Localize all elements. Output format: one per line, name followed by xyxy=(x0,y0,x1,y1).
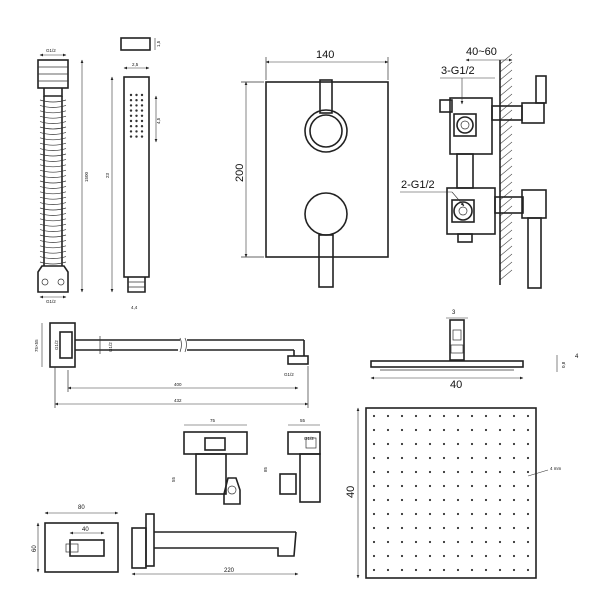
plate-height: 200 xyxy=(234,164,246,182)
wall-hatch xyxy=(499,53,513,281)
wall-bracket: 75 55 55 G1/2 85 xyxy=(171,418,321,505)
shower-arm: 75×55 G1/2 G1/2 G1/2 400 432 xyxy=(34,322,309,408)
shower-head-top: 4 mm 40 xyxy=(345,407,562,579)
spout-length: 220 xyxy=(224,568,235,574)
handshower-length: 23 xyxy=(105,172,110,178)
hose-coils xyxy=(39,96,67,266)
head-side-depth: 3 xyxy=(452,310,456,316)
valve-port-bottom: 2-G1/2 xyxy=(401,179,435,191)
shower-hose: G1/2 G1/2 1500 xyxy=(37,48,89,304)
handshower-width: 2,5 xyxy=(132,62,139,67)
hand-shower: 2,5 4,5 23 4,4 xyxy=(105,62,161,310)
head-top-size: 40 xyxy=(345,486,357,498)
plate-width: 140 xyxy=(316,49,334,61)
arm-outlet xyxy=(287,355,309,365)
handshower-body xyxy=(123,76,150,278)
mixer-handle xyxy=(318,234,334,288)
bracket-side-depth: 85 xyxy=(263,466,268,472)
arm-inner-length: 400 xyxy=(174,382,182,387)
arm-thread-a: G1/2 xyxy=(54,340,59,350)
handshower-nozzles xyxy=(129,93,144,138)
plate-outline xyxy=(265,81,389,258)
arm-pipe-size: G1/2 xyxy=(108,342,113,352)
spout-wall-plate xyxy=(44,522,119,573)
cap-height: 1,5 xyxy=(156,40,161,47)
mixer-front-plate: 140 200 xyxy=(234,49,389,288)
head-side-connector xyxy=(449,319,465,361)
arm-wall-flange xyxy=(49,322,76,368)
bracket-side-width: 55 xyxy=(300,418,306,423)
arm-thread-b: G1/2 xyxy=(284,372,294,377)
spout-plate-width: 80 xyxy=(78,505,85,511)
mixer-knob xyxy=(304,192,348,236)
head-top-outline xyxy=(365,407,537,579)
cap-body xyxy=(120,37,151,51)
valve-port-top: 3-G1/2 xyxy=(441,65,475,77)
head-side-body xyxy=(370,360,524,368)
bracket-front-width: 75 xyxy=(210,418,216,423)
hose-thread-bottom: G1/2 xyxy=(46,299,56,304)
handshower-spray-length: 4,5 xyxy=(156,117,161,124)
handshower-base: 4,4 xyxy=(131,305,138,310)
head-side-thickness: 4 xyxy=(575,354,579,360)
spout-plate-height: 60 xyxy=(32,545,38,552)
head-side-small: 0,8 xyxy=(561,361,566,368)
bracket-front-height: 55 xyxy=(171,476,176,482)
head-hole-size: 4 mm xyxy=(550,466,562,471)
head-nozzle-grid xyxy=(372,414,530,572)
spout-opening xyxy=(69,539,105,557)
bracket-holder xyxy=(223,477,241,505)
arm-overall-length: 432 xyxy=(174,398,182,403)
diverter-lever xyxy=(319,79,333,114)
head-side-width: 40 xyxy=(450,379,462,391)
bracket-thread: G1/2 xyxy=(304,436,314,441)
spout-inner-width: 40 xyxy=(82,527,89,533)
hose-length: 1500 xyxy=(84,171,89,182)
hose-bottom-nut xyxy=(37,265,69,293)
valve-side-view: 40~60 3-G1/2 2-G1/2 xyxy=(400,46,547,289)
arm-flange-size: 75×55 xyxy=(34,339,39,352)
shower-head-side: 3 4 0,8 40 xyxy=(370,310,579,391)
wall-cap: 1,5 xyxy=(120,37,161,51)
bath-spout: 80 40 60 220 xyxy=(32,505,299,576)
diverter-ring xyxy=(304,109,348,153)
valve-depth: 40~60 xyxy=(466,46,497,58)
hose-thread-top: G1/2 xyxy=(46,48,56,53)
